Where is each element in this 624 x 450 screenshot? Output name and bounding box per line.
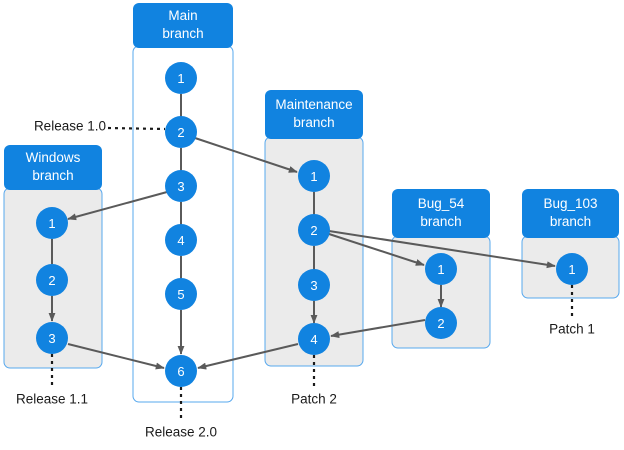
commit-label: 2: [437, 316, 444, 331]
branch-title-line1-bug_103: Bug_103: [543, 196, 597, 211]
commit-label: 3: [310, 278, 317, 293]
branch-main[interactable]: Main branch: [132, 3, 234, 403]
commit-circle: [36, 264, 68, 296]
branch-header-main[interactable]: [133, 3, 233, 48]
tag-release-1-1[interactable]: Release 1.1: [16, 354, 88, 407]
commit-label: 1: [568, 262, 575, 277]
branch-header-maintenance[interactable]: [265, 90, 363, 139]
commit-label: 4: [177, 233, 184, 248]
commit-circle: [165, 224, 197, 256]
commit-node-main-4[interactable]: 4: [165, 224, 197, 256]
commit-circle: [36, 207, 68, 239]
branch-header-windows[interactable]: [4, 145, 102, 190]
commit-label: 6: [177, 364, 184, 379]
commit-node-bug_103-1[interactable]: 1: [556, 253, 588, 285]
commit-node-main-5[interactable]: 5: [165, 278, 197, 310]
branch-title-line2-windows: branch: [32, 168, 73, 183]
tag-label: Release 1.0: [34, 119, 106, 134]
branch-title-line2-maintenance: branch: [293, 115, 334, 130]
edge-maintenance-4-main-6: [197, 343, 299, 370]
branch-title-line1-windows: Windows: [26, 150, 81, 165]
edge-bug54-2-maintenance-4: [330, 319, 426, 339]
edge-main-3-windows-1: [67, 191, 168, 221]
commit-circle: [165, 170, 197, 202]
branch-title-line2-bug_103: branch: [550, 214, 591, 229]
commit-label: 1: [177, 71, 184, 86]
tag-label: Release 2.0: [145, 425, 217, 440]
commit-circle: [425, 253, 457, 285]
tag-patch-2[interactable]: Patch 2: [291, 355, 337, 407]
commit-circle: [165, 62, 197, 94]
commit-label: 3: [177, 179, 184, 194]
branch-body-main: [132, 45, 234, 403]
commit-label: 2: [48, 273, 55, 288]
branch-title-line2-bug_54: branch: [420, 214, 461, 229]
commit-circle: [298, 160, 330, 192]
commit-node-maintenance-4[interactable]: 4: [298, 323, 330, 355]
commit-circle: [425, 307, 457, 339]
commit-circle: [298, 323, 330, 355]
commit-circle: [298, 214, 330, 246]
commit-node-maintenance-2[interactable]: 2: [298, 214, 330, 246]
commit-node-maintenance-3[interactable]: 3: [298, 269, 330, 301]
commit-label: 1: [437, 262, 444, 277]
edge-main-2-maintenance-1: [194, 137, 298, 173]
commit-node-bug_54-2[interactable]: 2: [425, 307, 457, 339]
tag-connector-line: [107, 126, 166, 131]
commit-edges: [48, 94, 556, 370]
commit-node-main-1[interactable]: 1: [165, 62, 197, 94]
commit-circle: [556, 253, 588, 285]
commit-label: 2: [310, 223, 317, 238]
branch-title-line1-bug_54: Bug_54: [418, 196, 465, 211]
commit-label: 1: [48, 216, 55, 231]
branch-header-bug_103[interactable]: [522, 189, 619, 238]
commit-node-windows-3[interactable]: 3: [36, 322, 68, 354]
branch-title-line1-main: Main: [168, 8, 197, 23]
tag-release-2-0[interactable]: Release 2.0: [145, 387, 217, 440]
commit-node-windows-1[interactable]: 1: [36, 207, 68, 239]
commit-node-main-3[interactable]: 3: [165, 170, 197, 202]
edge-maintenance-2-bug54-1: [328, 233, 425, 266]
commit-circle: [36, 322, 68, 354]
commit-label: 2: [177, 125, 184, 140]
edge-maintenance-2-bug103-1: [328, 230, 556, 269]
commit-node-windows-2[interactable]: 2: [36, 264, 68, 296]
edge-windows-3-main-6: [67, 343, 165, 370]
branch-title-line2-main: branch: [162, 26, 203, 41]
tag-label: Release 1.1: [16, 392, 88, 407]
commit-nodes: 1 2 3 4 5 6 1 2 3 1 2 3 4 1 2 1: [36, 62, 588, 387]
commit-node-maintenance-1[interactable]: 1: [298, 160, 330, 192]
commit-node-bug_54-1[interactable]: 1: [425, 253, 457, 285]
commit-label: 5: [177, 287, 184, 302]
commit-node-main-2[interactable]: 2: [165, 116, 197, 148]
commit-circle: [165, 355, 197, 387]
commit-circle: [165, 278, 197, 310]
tag-release-1-0[interactable]: Release 1.0: [34, 119, 166, 134]
branch-title-line1-maintenance: Maintenance: [275, 97, 352, 112]
commit-circle: [298, 269, 330, 301]
commit-node-main-6[interactable]: 6: [165, 355, 197, 387]
commit-label: 1: [310, 169, 317, 184]
commit-label: 3: [48, 331, 55, 346]
branch-header-bug_54[interactable]: [392, 189, 490, 238]
tag-label: Patch 1: [549, 322, 595, 337]
tag-label: Patch 2: [291, 392, 337, 407]
commit-label: 4: [310, 332, 317, 347]
commit-circle: [165, 116, 197, 148]
tag-patch-1[interactable]: Patch 1: [549, 285, 595, 337]
